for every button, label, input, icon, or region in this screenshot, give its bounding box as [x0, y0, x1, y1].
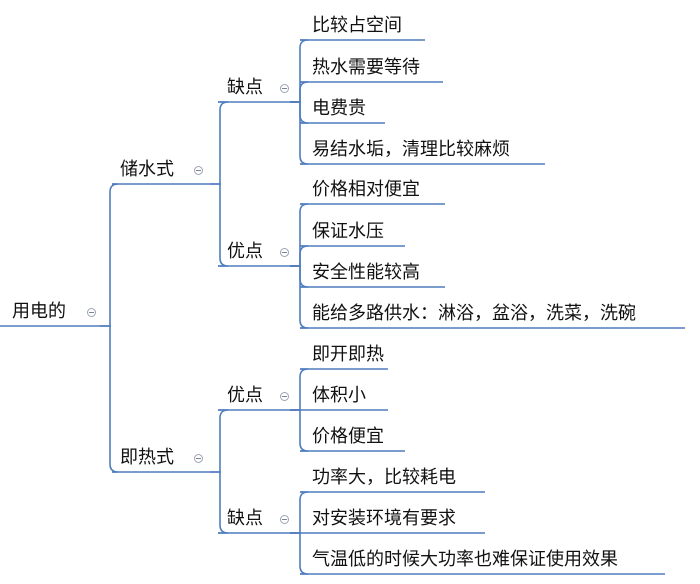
- leaf-item[interactable]: 安全性能较高: [312, 262, 420, 283]
- collapse-toggle-icon[interactable]: [280, 392, 289, 401]
- leaf-item[interactable]: 即开即热: [312, 344, 384, 365]
- leaf-item[interactable]: 对安装环境有要求: [312, 508, 456, 529]
- group-link: [290, 491, 309, 534]
- collapse-toggle-icon[interactable]: [280, 84, 289, 93]
- leaf-item[interactable]: 能给多路供水：淋浴，盆浴，洗菜，洗碗: [312, 303, 636, 324]
- leaf-item[interactable]: 保证水压: [312, 221, 384, 242]
- group-label: 缺点: [227, 508, 263, 529]
- leaf-item[interactable]: 体积小: [312, 385, 366, 406]
- branch-link: [210, 471, 229, 534]
- group-link: [290, 203, 309, 267]
- branch-link: [210, 409, 229, 473]
- branch-label: 即热式: [120, 447, 174, 468]
- collapse-toggle-icon[interactable]: [280, 515, 289, 524]
- leaf-item[interactable]: 比较占空间: [312, 15, 402, 36]
- group-link: [290, 368, 309, 411]
- collapse-toggle-icon[interactable]: [194, 166, 203, 175]
- leaf-item[interactable]: 气温低的时候大功率也难保证使用效果: [312, 549, 618, 570]
- group-link: [290, 101, 309, 124]
- collapse-toggle-icon[interactable]: [194, 454, 203, 463]
- group-label: 缺点: [227, 77, 263, 98]
- leaf-item[interactable]: 电费贵: [312, 98, 366, 119]
- leaf-item[interactable]: 价格相对便宜: [312, 179, 420, 200]
- group-label: 优点: [227, 241, 263, 262]
- root-label: 用电的: [12, 301, 66, 322]
- branch-link: [210, 183, 229, 267]
- collapse-toggle-icon[interactable]: [280, 248, 289, 257]
- branch-link: [210, 101, 229, 185]
- group-link: [290, 532, 309, 575]
- root-link: [100, 325, 119, 473]
- branch-label: 储水式: [120, 159, 174, 180]
- group-label: 优点: [227, 385, 263, 406]
- group-link: [290, 409, 309, 452]
- group-link: [290, 39, 309, 103]
- leaf-item[interactable]: 功率大，比较耗电: [312, 467, 456, 488]
- group-link: [290, 265, 309, 329]
- leaf-item[interactable]: 热水需要等待: [312, 57, 420, 78]
- leaf-item[interactable]: 价格便宜: [312, 426, 384, 447]
- group-link: [290, 81, 309, 103]
- root-link: [100, 183, 119, 327]
- group-link: [290, 101, 309, 165]
- collapse-toggle-icon[interactable]: [87, 308, 96, 317]
- group-link: [290, 265, 309, 288]
- leaf-item[interactable]: 易结水垢，清理比较麻烦: [312, 139, 510, 160]
- group-link: [290, 245, 309, 267]
